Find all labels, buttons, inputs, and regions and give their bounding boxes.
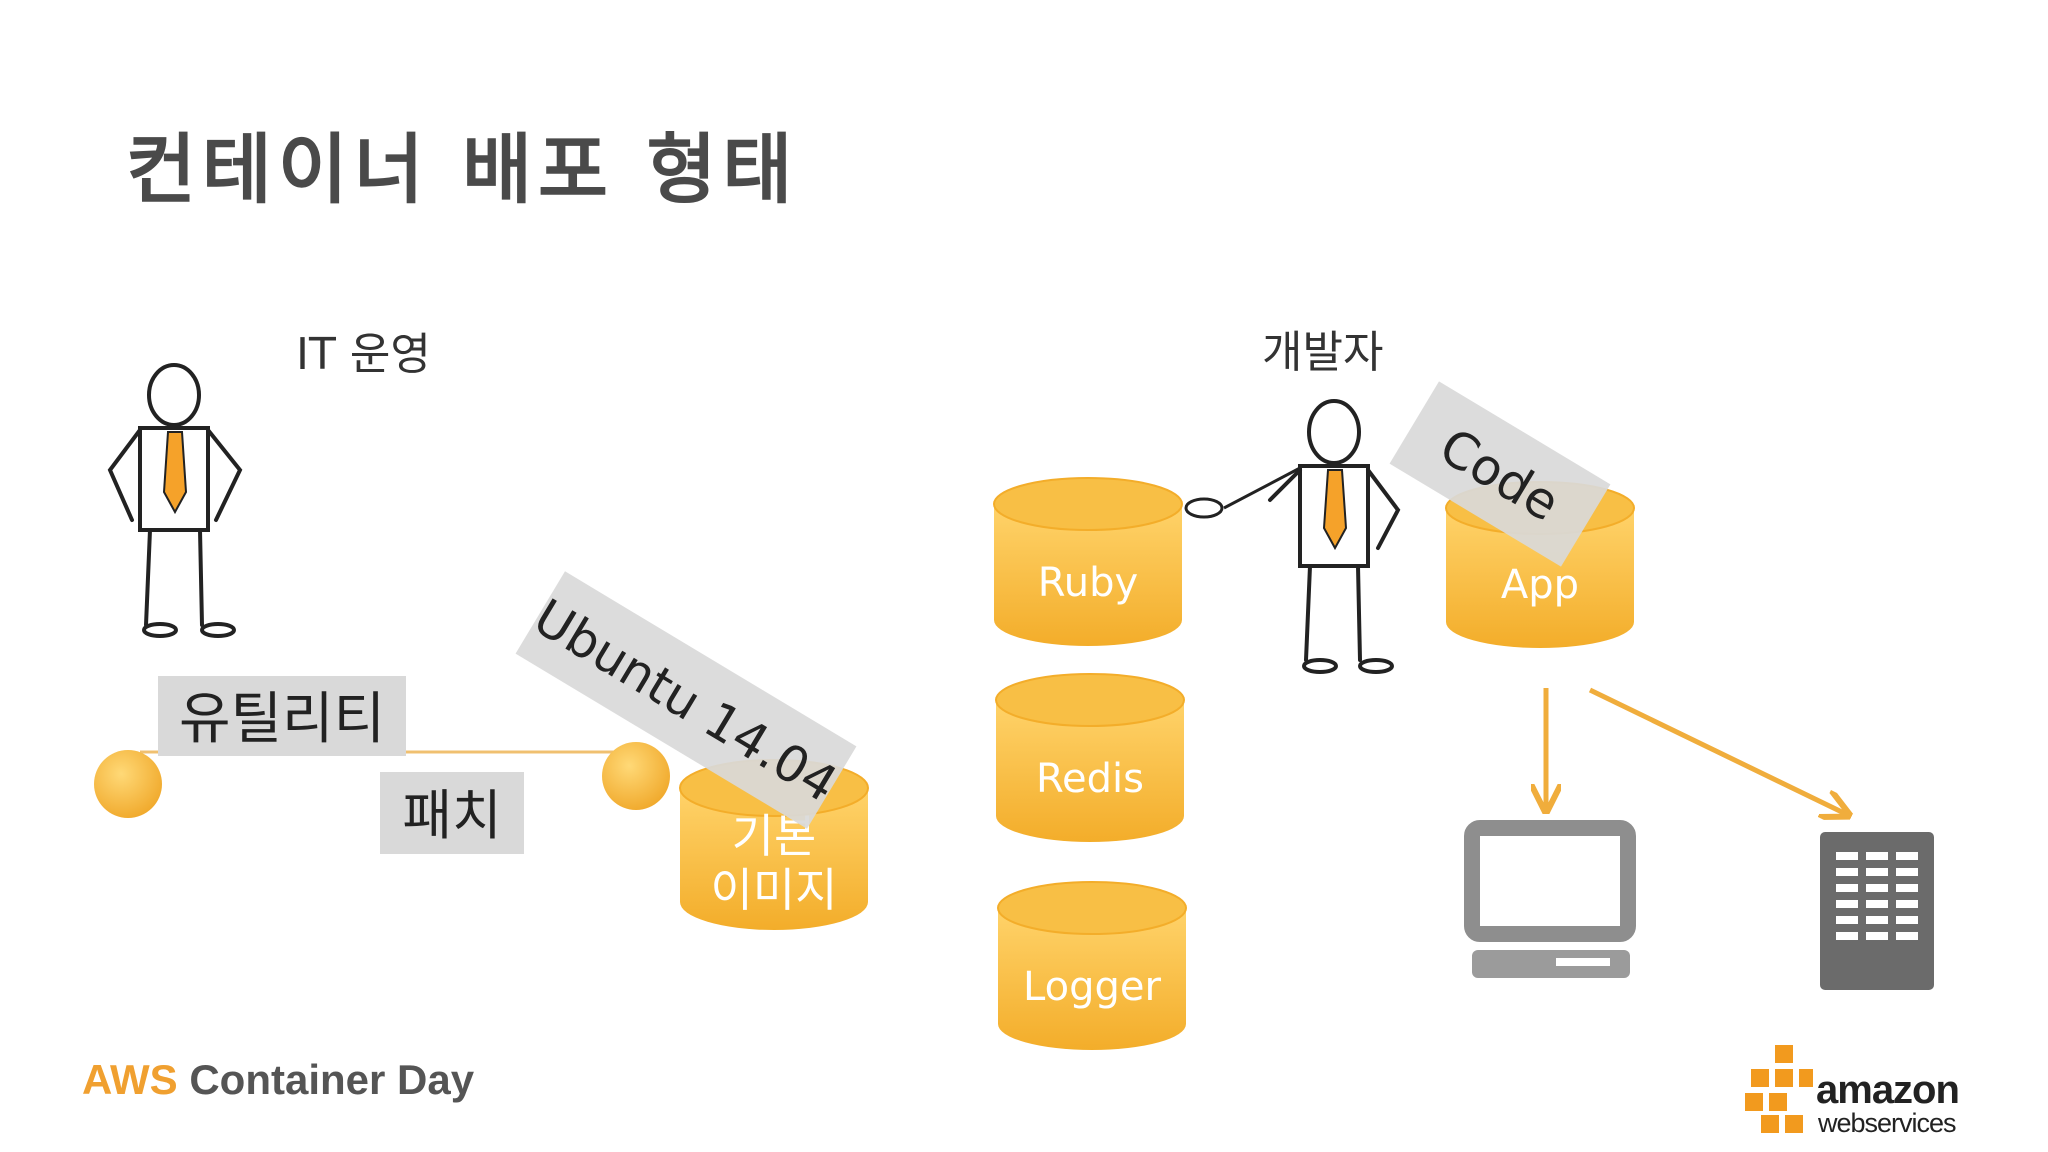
aws-boxes-icon	[1744, 1044, 1815, 1135]
utility-tag-label: 유틸리티	[179, 687, 385, 752]
hook-line	[1184, 466, 1301, 519]
developer-label: 개발자	[1262, 327, 1384, 378]
right-ball	[602, 742, 670, 810]
cylinder-redis-label: Redis	[1036, 756, 1144, 802]
patch-tag: 패치	[380, 772, 524, 854]
slide-title: 컨테이너 배포 형태	[126, 125, 799, 214]
cylinder-ruby: Ruby	[993, 477, 1183, 646]
footer-rest: Container Day	[177, 1056, 475, 1103]
laptop-icon	[1464, 820, 1636, 978]
base-image-line2: 이미지	[711, 863, 838, 917]
developer-person-icon	[1268, 399, 1401, 674]
aws-logo-amazon: amazon	[1816, 1068, 1960, 1112]
aws-logo-webservices: webservices	[1818, 1108, 1957, 1138]
cylinder-logger-label: Logger	[1023, 964, 1161, 1010]
it-ops-label: IT 운영	[296, 329, 431, 380]
arrow-to-server	[1588, 687, 1846, 814]
it-ops-person-icon	[107, 363, 243, 638]
cylinder-redis: Redis	[995, 673, 1185, 842]
patch-tag-label: 패치	[402, 784, 501, 847]
app-cylinder-label: App	[1501, 562, 1579, 608]
aws-logo: amazon webservices	[1744, 1044, 1984, 1138]
cylinder-logger: Logger	[997, 881, 1187, 1050]
utility-tag: 유틸리티	[158, 676, 406, 756]
server-rack-icon	[1820, 832, 1934, 990]
footer-brand: AWS	[82, 1056, 178, 1103]
left-ball	[94, 750, 162, 818]
cylinder-ruby-label: Ruby	[1038, 560, 1138, 606]
footer-event-name: AWS Container Day	[82, 1056, 474, 1104]
